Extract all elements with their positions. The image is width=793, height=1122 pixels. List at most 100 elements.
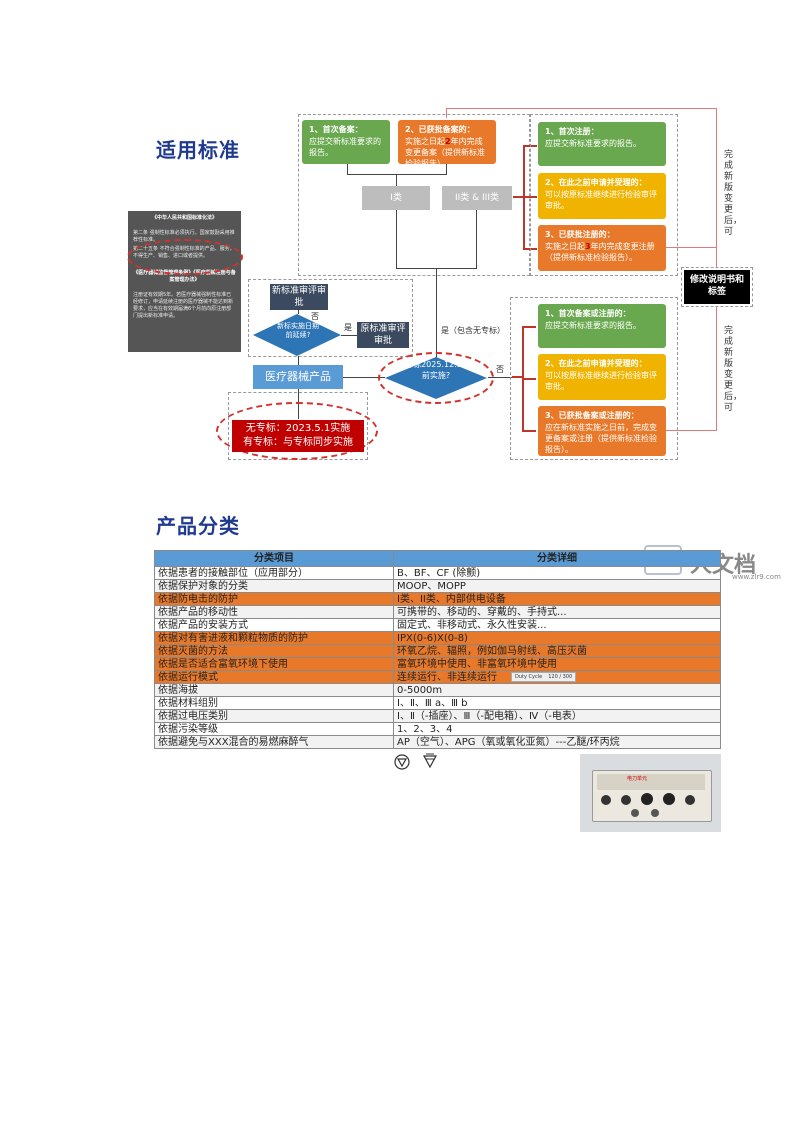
device-knob-icon — [641, 793, 653, 805]
right-top-orange-text-pre: 实施之日起 — [545, 242, 585, 251]
table-cell-item: 依据运行模式 — [154, 670, 394, 684]
table-cell-item: 依据过电压类别 — [154, 709, 394, 723]
connector — [446, 108, 447, 118]
right-bottom-yellow-title: 2、在此之前申请并受理的： — [545, 359, 647, 368]
connector — [436, 268, 437, 358]
table-cell-detail: 0-5000m — [393, 683, 721, 697]
classification-table-wrap: 分类项目 分类详细 依据患者的接触部位（应用部分）B、BF、CF (除颤)依据保… — [154, 550, 721, 749]
table-cell-item: 依据患者的接触部位（应用部分） — [154, 566, 394, 580]
table-cell-detail: AP（空气）、APG（氧或氧化亚氮）---乙醚/环丙烷 — [393, 735, 721, 749]
yes-label: 是 — [344, 323, 352, 332]
table-header-row: 分类项目 分类详细 — [154, 550, 721, 567]
section-title-classification: 产品分类 — [156, 514, 240, 538]
table-cell-item: 依据是否适合富氧环境下使用 — [154, 657, 394, 671]
connector-red — [522, 378, 536, 380]
table-cell-item: 依据污染等级 — [154, 722, 394, 736]
right-bottom-orange-title: 3、已获批备案或注册的： — [545, 411, 639, 420]
small-diamond-label: 新标实施日期前延续? — [277, 322, 319, 339]
connector-red — [512, 376, 522, 378]
modify-manual-box: 修改说明书和标签 — [684, 270, 750, 304]
notice-line1: 无专标：2023.5.1实施 — [245, 423, 351, 434]
table-cell-detail: 固定式、非移动式、永久性安装... — [393, 618, 721, 632]
table-cell-item: 依据灭菌的方法 — [154, 644, 394, 658]
right-top-green-box: 1、首次注册： 应提交新标准要求的报告。 — [538, 122, 666, 166]
right-top-orange-box: 3、已获批注册的： 实施之日起3年内完成变更注册（提供新标准检验报告）。 — [538, 225, 666, 271]
connector — [396, 174, 397, 186]
right-top-yellow-title: 2、在此之前申请并受理的： — [545, 178, 647, 187]
notice-line2: 有专标：与专标同步实施 — [243, 437, 353, 448]
law-panel: 《中华人民共和国标准化法》 第二条 强制性标准必须执行。国家鼓励采用推荐性标准。… — [128, 211, 241, 352]
table-header-cell: 分类详细 — [393, 550, 721, 567]
connector-red — [522, 430, 536, 432]
table-row: 依据灭菌的方法环氧乙烷、辐照，例如伽马射线、高压灭菌 — [154, 644, 721, 658]
connector — [341, 335, 357, 336]
watermark-url: www.zlr9.com — [732, 573, 781, 581]
table-cell-detail: 环氧乙烷、辐照，例如伽马射线、高压灭菌 — [393, 644, 721, 658]
law2-text: 注册证有效期5年。若医疗器械强制性标准已经修订，申请延续注册的医疗器械不能达到新… — [133, 292, 234, 319]
law-highlight-ellipse — [127, 239, 243, 275]
right-top-container — [530, 114, 678, 276]
device-label: 电刀单元 — [627, 776, 648, 782]
table-cell-detail: I类、II类、内部供电设备 — [393, 592, 721, 606]
connector — [716, 307, 717, 431]
table-header-cell: 分类项目 — [154, 550, 394, 567]
old-std-review-box: 原标准审评审批 — [357, 322, 409, 348]
right-top-orange-title: 3、已获批注册的： — [545, 230, 615, 239]
top-left-orange-text-post: 年内完成变更备案（提供新标准检验报告）。 — [405, 137, 485, 168]
main-diamond-shape — [385, 357, 487, 399]
table-row: 依据是否适合富氧环境下使用富氧环境中使用、非富氧环境中使用 — [154, 657, 721, 671]
top-left-green-text: 应提交新标准要求的报告。 — [309, 137, 381, 157]
device-knob-icon — [601, 795, 611, 805]
law1-title: 《中华人民共和国标准化法》 — [151, 215, 217, 221]
connector — [476, 210, 477, 268]
connector — [298, 356, 299, 366]
table-cell-detail: 1、2、3、4 — [393, 722, 721, 736]
table-row: 依据产品的移动性可携带的、移动的、穿戴的、手持式... — [154, 605, 721, 619]
mid-left-container — [248, 279, 413, 357]
table-cell-detail: MOOP、MOPP — [393, 579, 721, 593]
device-socket-icon — [631, 809, 639, 817]
right-top-green-text: 应提交新标准要求的报告。 — [545, 139, 641, 148]
duty-cycle-value: 120 / 300 — [548, 673, 573, 680]
right-bottom-container — [510, 297, 678, 460]
device-socket-icon — [651, 809, 659, 817]
new-std-review-box: 新标准审评审批 — [270, 284, 328, 310]
right-top-yellow-box: 2、在此之前申请并受理的： 可以按原标准继续进行检验审评审批。 — [538, 173, 666, 219]
right-bottom-orange-text: 应在新标准实施之日前，完成变更备案或注册（提供新标准检验报告）。 — [545, 423, 657, 454]
connector — [666, 247, 716, 248]
classification-table: 分类项目 分类详细 依据患者的接触部位（应用部分）B、BF、CF (除颤)依据保… — [154, 550, 721, 749]
notice-red-box: 无专标：2023.5.1实施 有专标：与专标同步实施 — [232, 420, 364, 452]
right-bottom-green-text: 应提交新标准要求的报告。 — [545, 321, 641, 330]
small-diamond-shape — [253, 314, 341, 356]
right-bottom-orange-box: 3、已获批备案或注册的： 应在新标准实施之日前，完成变更备案或注册（提供新标准检… — [538, 406, 666, 456]
connector-red — [522, 326, 536, 328]
table-cell-item: 依据材料组别 — [154, 696, 394, 710]
right-bottom-green-box: 1、首次备案或注册的： 应提交新标准要求的报告。 — [538, 304, 666, 348]
device-knob-icon — [663, 793, 675, 805]
right-bottom-yellow-box: 2、在此之前申请并受理的： 可以按原标准继续进行检验审评审批。 — [538, 354, 666, 400]
table-cell-detail: IPX(0-6)X(0-8) — [393, 631, 721, 645]
table-cell-item: 依据海拔 — [154, 683, 394, 697]
law1-line1: 第二条 强制性标准必须执行。国家鼓励采用推荐性标准。 — [133, 230, 235, 243]
device-knob-icon — [621, 795, 631, 805]
top-left-orange-box: 2、已获批备案的： 实施之日起2年内完成变更备案（提供新标准检验报告）。 — [398, 120, 496, 168]
table-cell-detail: B、BF、CF (除颤) — [393, 566, 721, 580]
top-left-green-box: 1、首次备案： 应提交新标准要求的报告。 — [302, 120, 390, 164]
connector — [298, 310, 299, 314]
product-box: 医疗器械产品 — [253, 365, 343, 389]
main-diamond-label: 专标2025.12.31前实施? — [405, 360, 467, 380]
connector — [343, 377, 385, 378]
connector — [716, 108, 717, 268]
black-box-frame: 修改说明书和标签 — [681, 267, 753, 307]
notice-ellipse — [216, 402, 378, 460]
table-row: 依据患者的接触部位（应用部分）B、BF、CF (除颤) — [154, 566, 721, 580]
right-bottom-yellow-text: 可以按原标准继续进行检验审评审批。 — [545, 371, 657, 391]
connector — [446, 164, 447, 174]
right-top-orange-text-post: 年内完成变更注册（提供新标准检验报告）。 — [545, 242, 655, 262]
